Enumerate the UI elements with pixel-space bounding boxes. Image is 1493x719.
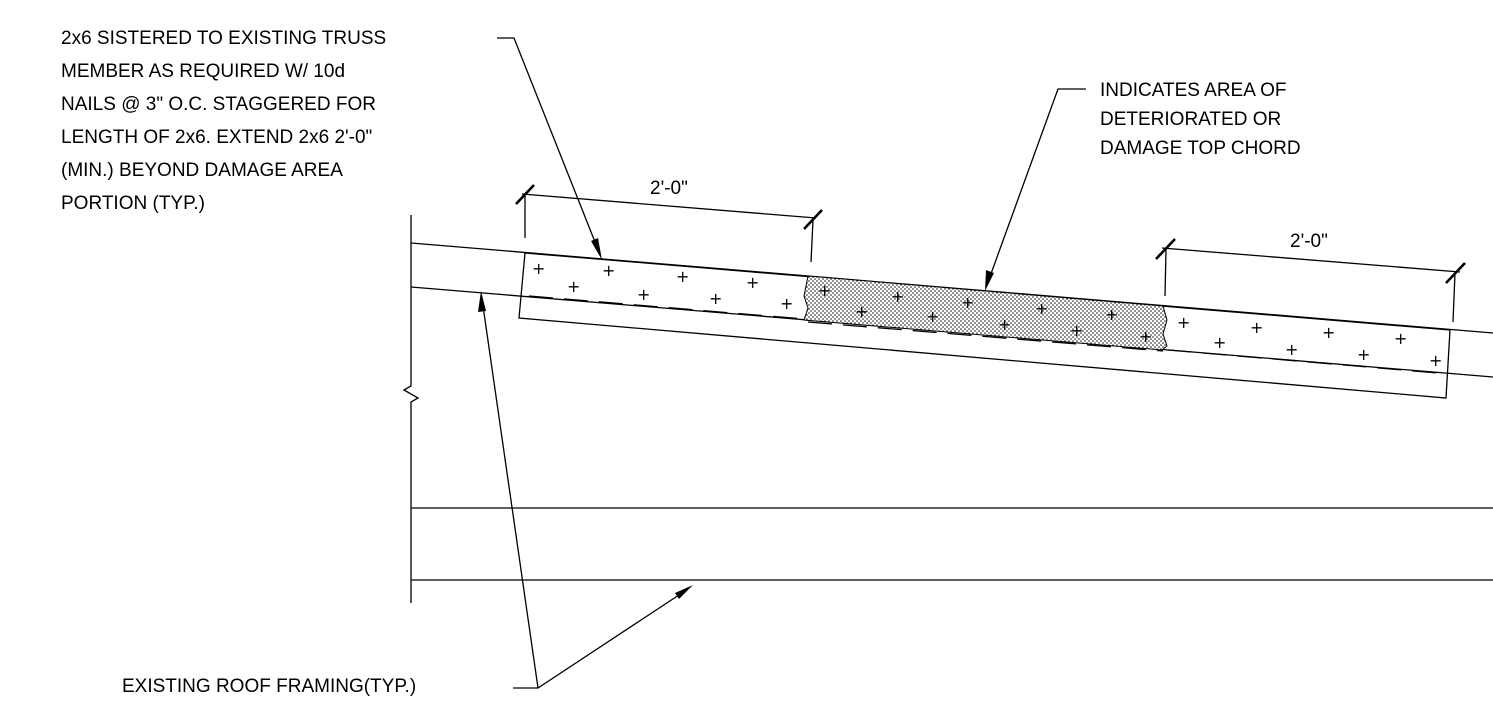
svg-text:+: +	[780, 294, 793, 313]
svg-text:+: +	[602, 261, 615, 280]
framing-leader	[513, 588, 689, 689]
sister-note-line: MEMBER AS REQUIRED W/ 10d	[61, 61, 345, 82]
sister-dashed-mid	[807, 321, 1164, 352]
damage-leader-arrow	[985, 270, 994, 291]
sister-dashed-left	[528, 295, 805, 320]
svg-text:+: +	[1105, 305, 1118, 324]
svg-text:+: +	[1250, 318, 1263, 337]
dimension-left: 2'-0"	[515, 178, 823, 263]
damage-note-line: DETERIORATED OR	[1100, 109, 1281, 130]
damage-leader	[987, 88, 1086, 283]
framing-note: EXISTING ROOF FRAMING(TYP.)	[122, 676, 416, 697]
svg-text:+: +	[891, 287, 904, 306]
svg-text:+: +	[1429, 351, 1442, 370]
damaged-area-hatch	[803, 275, 1168, 351]
sister-leader	[497, 37, 600, 253]
svg-text:+: +	[1394, 329, 1407, 348]
svg-text:+: +	[1322, 323, 1335, 342]
damage-note: INDICATES AREA OF DETERIORATED OR DAMAGE…	[1100, 80, 1301, 159]
sister-dashed-right	[1167, 349, 1439, 374]
svg-text:+: +	[961, 293, 974, 312]
dimension-right-label: 2'-0"	[1290, 231, 1328, 252]
sister-note-line: PORTION (TYP.)	[61, 193, 205, 214]
svg-text:+: +	[1177, 313, 1190, 332]
svg-text:+: +	[1139, 327, 1152, 346]
dimension-left-label: 2'-0"	[650, 178, 688, 199]
wall-line	[402, 215, 420, 603]
svg-text:+: +	[532, 259, 545, 278]
framing-leader-top-arrow	[478, 291, 486, 312]
sister-note: 2x6 SISTERED TO EXISTING TRUSS MEMBER AS…	[61, 28, 391, 214]
framing-leader-top	[481, 298, 539, 689]
sister-leader-arrow	[591, 238, 602, 260]
sister-note-line: 2x6 SISTERED TO EXISTING TRUSS	[61, 28, 386, 49]
dimension-right: 2'-0"	[1155, 231, 1466, 323]
svg-text:+: +	[676, 267, 689, 286]
svg-text:+: +	[637, 285, 650, 304]
svg-text:+: +	[567, 277, 580, 296]
svg-text:+: +	[1070, 321, 1083, 340]
svg-text:+: +	[1035, 299, 1048, 318]
framing-leader-arrow	[675, 585, 693, 599]
svg-text:+: +	[709, 289, 722, 308]
svg-text:+: +	[1285, 340, 1298, 359]
svg-text:+: +	[926, 307, 939, 326]
svg-text:+: +	[1213, 333, 1226, 352]
svg-text:+: +	[818, 281, 831, 300]
nail-pattern: + + + + + + + + + + + + + + + + + + + + …	[532, 259, 1442, 370]
sister-note-line: LENGTH OF 2x6. EXTEND 2x6 2'-0"	[61, 127, 372, 148]
svg-text:+: +	[855, 302, 868, 321]
svg-text:+: +	[998, 315, 1011, 334]
sister-note-line: NAILS @ 3" O.C. STAGGERED FOR	[61, 94, 376, 115]
damage-note-line: DAMAGE TOP CHORD	[1100, 138, 1301, 159]
sister-note-line: (MIN.) BEYOND DAMAGE AREA	[61, 160, 343, 181]
svg-text:+: +	[1357, 345, 1370, 364]
damage-note-line: INDICATES AREA OF	[1100, 80, 1287, 101]
svg-text:+: +	[746, 273, 759, 292]
